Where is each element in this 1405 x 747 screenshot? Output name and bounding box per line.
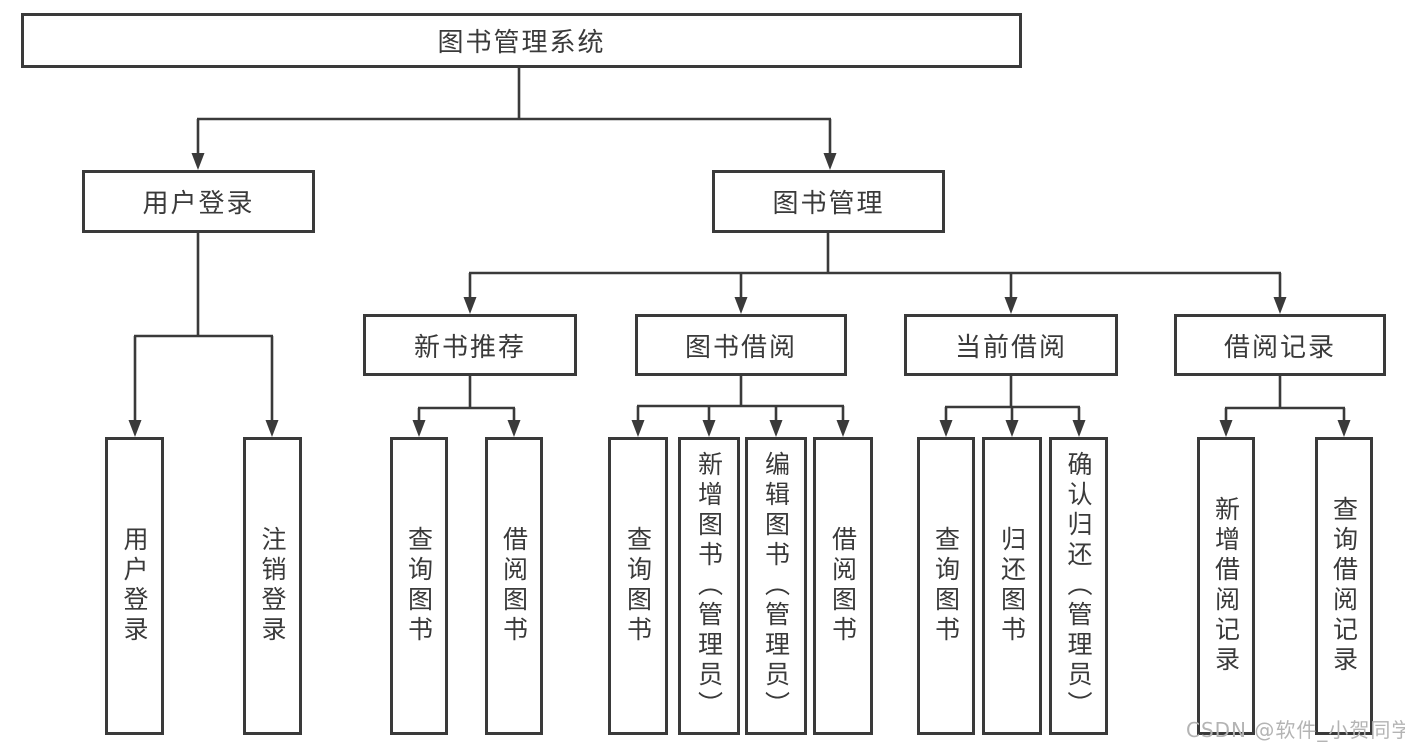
node-label: 确认归还（管理员） bbox=[1064, 451, 1093, 721]
leaf-logout: 注销登录 bbox=[243, 437, 302, 735]
csdn-watermark: CSDN @软件_小贺同学 bbox=[1186, 718, 1405, 742]
node-label: 归还图书 bbox=[997, 526, 1027, 646]
connector-new-book-recommend bbox=[412, 376, 521, 437]
node-label: 借阅图书 bbox=[828, 526, 858, 646]
node-label: 编辑图书（管理员） bbox=[761, 451, 791, 721]
node-label: 注销登录 bbox=[258, 526, 287, 646]
connector-book-borrowing bbox=[631, 376, 850, 437]
leaf-query-borrow-record: 查询借阅记录 bbox=[1315, 437, 1373, 735]
leaf-borrow-books: 借阅图书 bbox=[813, 437, 873, 735]
leaf-return-books: 归还图书 bbox=[982, 437, 1042, 735]
node-library-management-system: 图书管理系统 bbox=[21, 13, 1022, 68]
node-label: 新增图书（管理员） bbox=[694, 451, 724, 721]
node-borrowing-records: 借阅记录 bbox=[1174, 314, 1386, 376]
leaf-query-books-borrow: 查询图书 bbox=[608, 437, 668, 735]
node-label: 图书管理 bbox=[772, 189, 885, 219]
node-label: 图书借阅 bbox=[684, 332, 797, 363]
leaf-query-books-recommend: 查询图书 bbox=[390, 437, 448, 735]
connector-book-management bbox=[463, 233, 1287, 314]
node-current-borrowing: 当前借阅 bbox=[904, 314, 1118, 376]
node-label: 新增借阅记录 bbox=[1211, 496, 1241, 676]
node-label: 当前借阅 bbox=[954, 332, 1067, 363]
leaf-add-books-admin: 新增图书（管理员） bbox=[678, 437, 740, 735]
node-new-book-recommend: 新书推荐 bbox=[363, 314, 577, 376]
node-label: 查询图书 bbox=[623, 526, 653, 646]
leaf-add-borrow-record: 新增借阅记录 bbox=[1197, 437, 1255, 735]
node-book-borrowing: 图书借阅 bbox=[635, 314, 847, 376]
leaf-confirm-return-admin: 确认归还（管理员） bbox=[1049, 437, 1108, 735]
leaf-user-login: 用户登录 bbox=[105, 437, 164, 735]
connector-current-borrowing bbox=[939, 376, 1086, 437]
node-book-management: 图书管理 bbox=[712, 170, 945, 233]
node-user-login: 用户登录 bbox=[82, 170, 315, 233]
leaf-edit-books-admin: 编辑图书（管理员） bbox=[745, 437, 807, 735]
node-label: 新书推荐 bbox=[413, 332, 526, 363]
node-label: 借阅记录 bbox=[1223, 332, 1336, 363]
node-label: 用户登录 bbox=[142, 189, 255, 219]
connector-borrowing-records bbox=[1219, 376, 1351, 437]
node-label: 查询图书 bbox=[404, 526, 434, 646]
connector-root bbox=[191, 68, 837, 170]
leaf-query-books-current: 查询图书 bbox=[917, 437, 975, 735]
node-label: 用户登录 bbox=[120, 526, 149, 646]
connector-user-login bbox=[128, 233, 279, 437]
node-label: 查询借阅记录 bbox=[1329, 496, 1359, 676]
node-label: 查询图书 bbox=[931, 526, 961, 646]
node-label: 图书管理系统 bbox=[437, 28, 606, 58]
leaf-borrow-books-recommend: 借阅图书 bbox=[485, 437, 543, 735]
node-label: 借阅图书 bbox=[499, 526, 529, 646]
